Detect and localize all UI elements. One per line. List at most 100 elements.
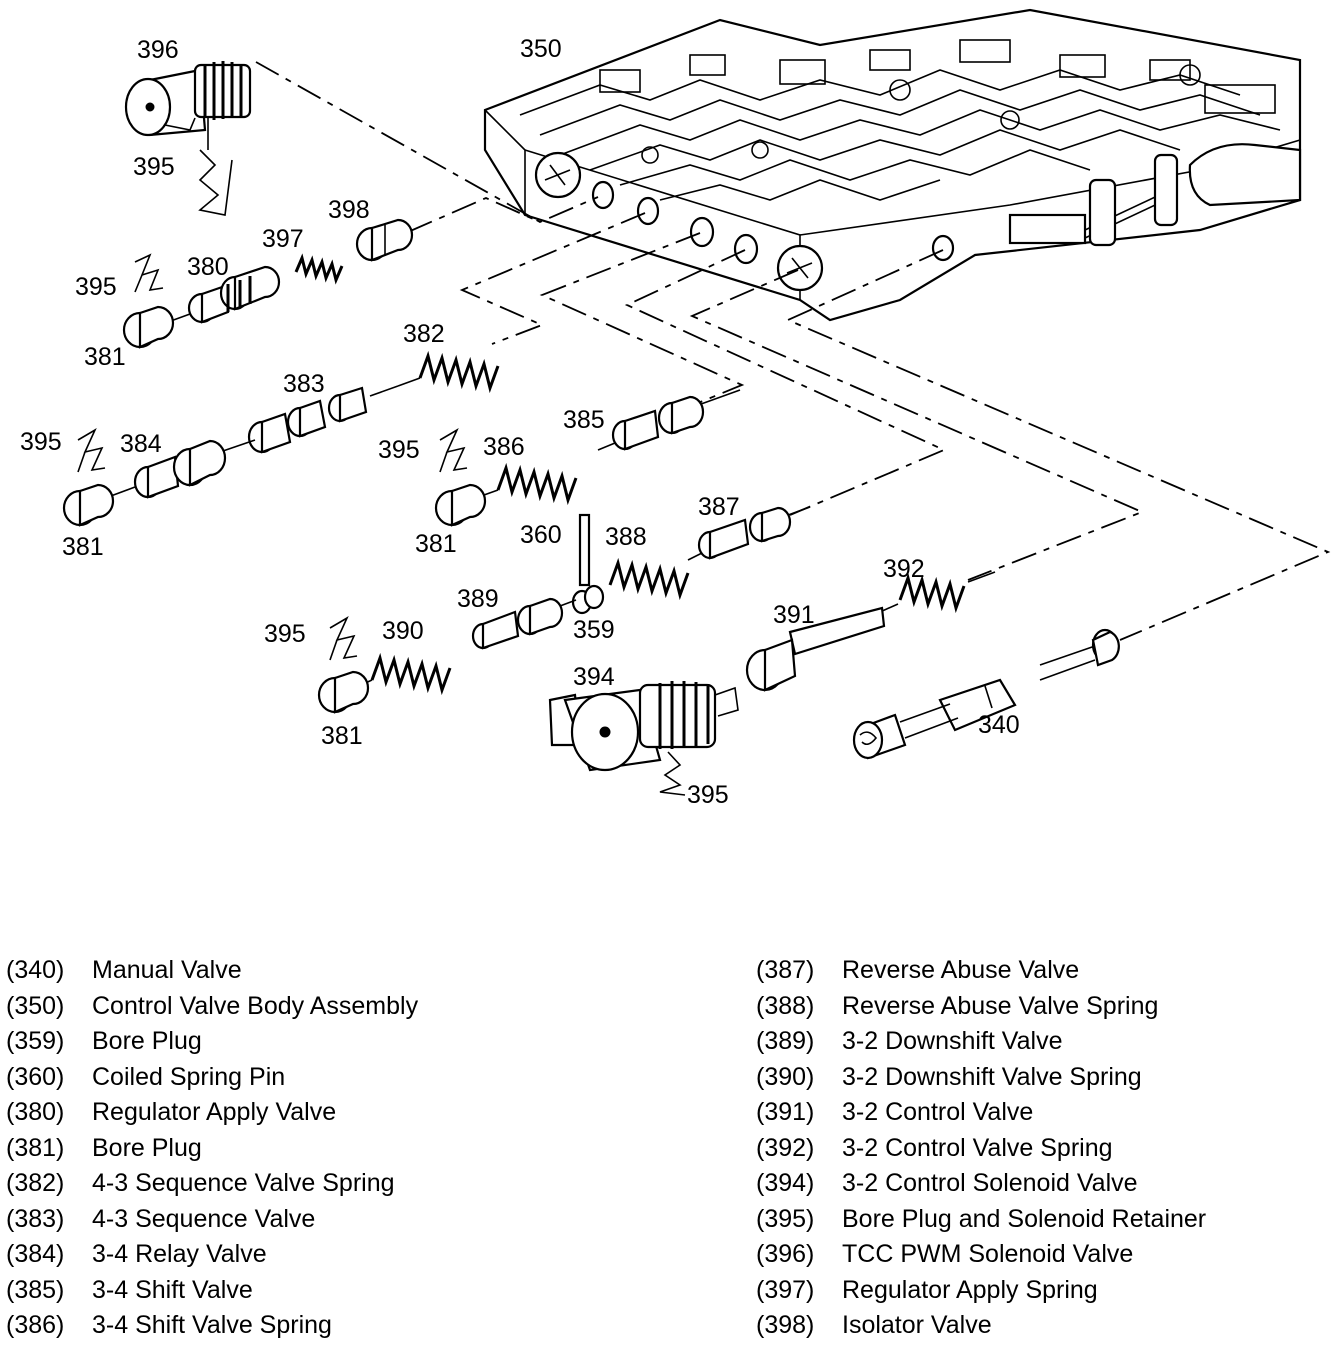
callout-381: 381 <box>415 530 457 558</box>
legend-label: 4-3 Sequence Valve Spring <box>92 1169 395 1197</box>
legend-label: Coiled Spring Pin <box>92 1062 286 1091</box>
legend-item: (396)TCC PWM Solenoid Valve <box>756 1237 1206 1273</box>
legend-item: (383)4-3 Sequence Valve <box>6 1202 418 1238</box>
callout-382: 382 <box>403 320 445 348</box>
callout-383: 383 <box>283 370 325 398</box>
assembly-leader-lines <box>255 61 1331 641</box>
callout-387: 387 <box>698 493 740 521</box>
control-solenoid-valve-394 <box>548 681 739 772</box>
legend-label: 3-2 Control Valve Spring <box>842 1133 1113 1162</box>
legend-item: (350) Control Valve Body Assembly <box>6 989 418 1025</box>
legend-label: Regulator Apply Valve <box>92 1098 337 1126</box>
callout-395: 395 <box>20 428 62 456</box>
callout-350: 350 <box>520 35 562 63</box>
regulator-apply-spring <box>294 253 344 285</box>
legend-number: (385) <box>6 1275 65 1304</box>
legend-label: Reverse Abuse Valve Spring <box>842 991 1159 1020</box>
callout-397: 397 <box>262 225 304 253</box>
retainer-clip-395-mid <box>439 428 468 473</box>
legend-number: (340) <box>6 956 65 984</box>
legend-number: (388) <box>756 991 815 1020</box>
reverse-abuse-spring-388 <box>608 557 690 601</box>
legend-item: (359)Bore Plug <box>6 1024 418 1060</box>
parts-legend: (340) Manual Valve (350) Control Valve Bod… <box>0 953 1344 1348</box>
retainer-clip-395-solenoid <box>659 751 686 796</box>
legend-item: (382) 4-3 Sequence Valve Spring <box>6 1166 418 1202</box>
bore-plug-381-top <box>122 305 175 349</box>
callout-398: 398 <box>328 196 370 224</box>
legend-number: (397) <box>756 1275 815 1304</box>
reverse-abuse-valve-387 <box>697 506 811 560</box>
legend-item: (380) Regulator Apply Valve <box>6 1095 418 1131</box>
legend-number: (398) <box>756 1311 815 1339</box>
legend-item: (394) 3-2 Control Solenoid Valve <box>756 1166 1206 1202</box>
legend-item: (390) 3-2 Downshift Valve Spring <box>756 1060 1206 1096</box>
legend-item: (392)3-2 Control Valve Spring <box>756 1131 1206 1167</box>
legend-label: Control Valve Body Assembly <box>92 991 419 1020</box>
legend-number: (360) <box>6 1062 65 1091</box>
legend-number: (396) <box>756 1240 815 1268</box>
legend-label: Bore Plug and Solenoid Retainer <box>842 1204 1207 1233</box>
control-valve-spring-392 <box>898 572 966 614</box>
sequence-valve-383 <box>247 385 399 454</box>
legend-number: (394) <box>756 1169 815 1197</box>
legend-label: 3-2 Downshift Valve Spring <box>842 1062 1142 1091</box>
legend-label: 3-2 Control Solenoid Valve <box>842 1169 1138 1197</box>
legend-number: (380) <box>6 1098 65 1126</box>
legend-number: (386) <box>6 1311 65 1339</box>
legend-column-left: (340) Manual Valve (350) Control Valve Bod… <box>6 953 418 1344</box>
legend-item: (386) 3-4 Shift Valve Spring <box>6 1308 418 1344</box>
legend-label: 4-3 Sequence Valve <box>92 1204 316 1233</box>
legend-label: 3-2 Downshift Valve <box>842 1027 1063 1055</box>
bore-plug-381-mid-right <box>434 483 487 527</box>
legend-number: (350) <box>6 991 65 1020</box>
callout-396: 396 <box>137 36 179 64</box>
bore-plug-381-mid-left <box>62 483 115 527</box>
callout-389: 389 <box>457 585 499 613</box>
legend-item: (387)Reverse Abuse Valve <box>756 953 1206 989</box>
legend-item: (395)Bore Plug and Solenoid Retainer <box>756 1202 1206 1238</box>
legend-item: (360) Coiled Spring Pin <box>6 1060 418 1096</box>
retainer-clip-395-bottom <box>329 616 358 661</box>
callout-395: 395 <box>133 153 175 181</box>
legend-label: Reverse Abuse Valve <box>842 956 1080 984</box>
callout-395: 395 <box>687 781 729 809</box>
callout-381: 381 <box>62 533 104 561</box>
shift-valve-spring-386 <box>496 462 578 506</box>
legend-item: (340) Manual Valve <box>6 953 418 989</box>
callout-360: 360 <box>520 521 562 549</box>
legend-label: 3-4 Relay Valve <box>92 1240 267 1268</box>
legend-item: (389) 3-2 Downshift Valve <box>756 1024 1206 1060</box>
legend-number: (381) <box>6 1133 65 1162</box>
tcc-pwm-solenoid-valve <box>124 61 252 137</box>
coiled-spring-pin <box>578 513 591 587</box>
legend-label: Bore Plug <box>92 1133 202 1162</box>
callout-381: 381 <box>321 722 363 750</box>
downshift-valve-spring-390 <box>370 652 452 696</box>
legend-item: (391)3-2 Control Valve <box>756 1095 1206 1131</box>
legend-label: Isolator Valve <box>842 1311 992 1339</box>
retainer-clip-395-top <box>134 253 164 293</box>
legend-item: (388) Reverse Abuse Valve Spring <box>756 989 1206 1025</box>
isolator-valve <box>355 218 414 262</box>
bore-plug-381-bottom <box>317 670 370 714</box>
legend-label: 3-4 Shift Valve <box>92 1275 253 1304</box>
control-valve-body <box>483 8 1302 322</box>
callout-384: 384 <box>120 430 162 458</box>
callout-395: 395 <box>264 620 306 648</box>
callout-359: 359 <box>573 616 615 644</box>
legend-number: (382) <box>6 1169 65 1197</box>
callout-395: 395 <box>75 273 117 301</box>
downshift-valve-389 <box>471 597 577 650</box>
legend-label: 3-4 Shift Valve Spring <box>92 1311 332 1339</box>
legend-label: Bore Plug <box>92 1027 202 1055</box>
legend-item: (385) 3-4 Shift Valve <box>6 1273 418 1309</box>
legend-number: (389) <box>756 1027 815 1055</box>
callout-395: 395 <box>378 436 420 464</box>
callout-390: 390 <box>382 617 424 645</box>
legend-number: (390) <box>756 1062 815 1091</box>
callout-388: 388 <box>605 523 647 551</box>
legend-label: Manual Valve <box>92 956 242 984</box>
manual-valve-340 <box>852 628 1120 760</box>
legend-label: Regulator Apply Spring <box>842 1275 1098 1304</box>
